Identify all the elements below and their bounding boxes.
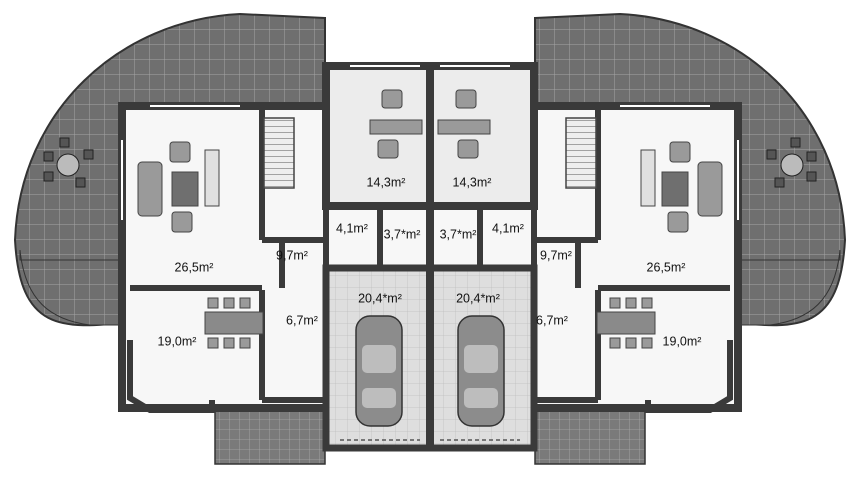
area-label-living-left: 26,5m² <box>175 260 214 274</box>
office-desk-right <box>437 89 491 159</box>
living-furniture-right <box>640 141 723 233</box>
interior-walls-left <box>130 106 430 403</box>
area-label-office-left: 14,3m² <box>367 175 406 189</box>
terrace-left <box>13 12 326 327</box>
area-label-entry-left: 6,7m² <box>286 313 318 327</box>
terrace-right <box>534 12 847 327</box>
room-area-labels: 14,3m² 14,3m² 4,1m² 3,7*m² 3,7*m² 4,1m² … <box>158 175 702 348</box>
dining-table-right <box>596 297 656 349</box>
office-desk-left <box>369 89 423 159</box>
area-label-garage-right: 20,4*m² <box>456 291 500 305</box>
area-label-hall-right: 9,7m² <box>540 248 572 262</box>
terrace-table-left <box>43 137 94 188</box>
area-label-kitchen-left: 19,0m² <box>158 334 197 348</box>
kitchen-bay-right <box>645 340 733 413</box>
stairs-left <box>263 117 295 189</box>
dining-table-left <box>204 297 264 349</box>
terrace-table-right <box>766 137 817 188</box>
area-label-living-right: 26,5m² <box>647 260 686 274</box>
area-label-wc-left: 4,1m² <box>336 221 368 235</box>
windows <box>121 65 739 220</box>
car-right <box>457 315 505 427</box>
area-label-bath-left: 3,7*m² <box>384 227 421 241</box>
kitchen-bay-left <box>127 340 215 413</box>
area-label-wc-right: 4,1m² <box>492 221 524 235</box>
car-left <box>355 315 403 427</box>
area-label-entry-right: 6,7m² <box>536 313 568 327</box>
stairs-right <box>565 117 597 189</box>
area-label-office-right: 14,3m² <box>453 175 492 189</box>
area-label-bath-right: 3,7*m² <box>440 227 477 241</box>
area-label-kitchen-right: 19,0m² <box>663 334 702 348</box>
interior-walls-right <box>430 106 730 403</box>
area-label-garage-left: 20,4*m² <box>358 291 402 305</box>
living-furniture-left <box>137 141 220 233</box>
area-label-hall-left: 9,7m² <box>276 248 308 262</box>
